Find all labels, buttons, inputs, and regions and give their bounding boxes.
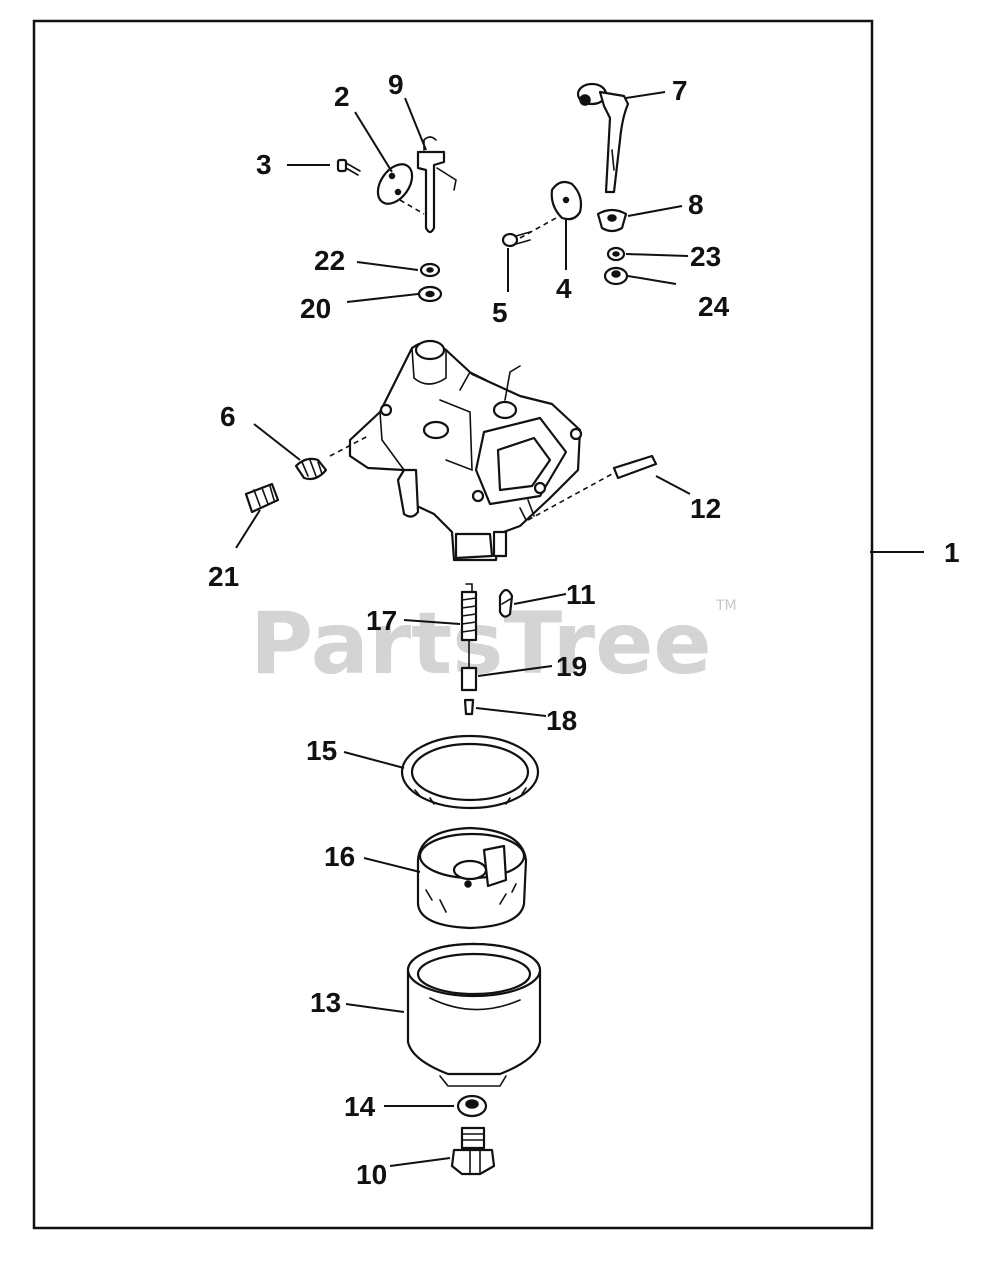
part-12-pin[interactable]	[612, 454, 658, 480]
part-14-washer[interactable]	[456, 1094, 488, 1118]
part-21-screw[interactable]	[244, 482, 280, 514]
callout-23: 23	[690, 241, 721, 272]
part-15-bowl-gasket[interactable]	[400, 734, 540, 810]
callout-3: 3	[256, 149, 272, 180]
part-4-choke-plate[interactable]	[519, 180, 583, 239]
carburetor-body[interactable]	[329, 339, 613, 562]
callout-2: 2	[334, 81, 350, 112]
callout-17: 17	[366, 605, 397, 636]
callout-20: 20	[300, 293, 331, 324]
part-22-seal[interactable]	[419, 262, 441, 278]
callout-16: 16	[324, 841, 355, 872]
part-20-seal[interactable]	[417, 285, 443, 303]
callout-15: 15	[306, 735, 337, 766]
callout-18: 18	[546, 705, 577, 736]
callout-13: 13	[310, 987, 341, 1018]
leader-lines	[235, 91, 924, 1167]
callout-6: 6	[220, 401, 236, 432]
watermark-trademark: TM	[715, 598, 737, 614]
part-7-choke-shaft[interactable]	[576, 82, 630, 194]
callout-4: 4	[556, 273, 572, 304]
callout-7: 7	[672, 75, 688, 106]
callout-24: 24	[698, 291, 730, 322]
part-11-seat[interactable]	[498, 588, 514, 618]
callout-8: 8	[688, 189, 704, 220]
part-24-bushing[interactable]	[603, 266, 629, 286]
callout-labels: 1 2 3 4 5 6 7 8 9 10 11 12 13 14 15 16 1…	[208, 69, 960, 1190]
callout-19: 19	[556, 651, 587, 682]
watermark-text: PartsTree	[250, 594, 712, 694]
part-19-jet[interactable]	[460, 639, 478, 692]
part-9-throttle-shaft[interactable]	[399, 136, 457, 234]
part-16-float[interactable]	[416, 826, 528, 930]
part-3-screw[interactable]	[336, 158, 361, 176]
callout-9: 9	[388, 69, 404, 100]
callout-11: 11	[566, 579, 596, 610]
part-13-float-bowl[interactable]	[406, 942, 542, 1087]
diagram-frame	[32, 19, 874, 1230]
part-2-throttle-plate[interactable]	[371, 158, 419, 210]
callout-5: 5	[492, 297, 508, 328]
part-8-seal[interactable]	[596, 208, 628, 233]
callout-22: 22	[314, 245, 345, 276]
callout-12: 12	[690, 493, 721, 524]
callout-10: 10	[356, 1159, 387, 1190]
part-18-o-ring[interactable]	[463, 698, 475, 716]
part-23-washer[interactable]	[606, 246, 626, 262]
callout-1: 1	[944, 537, 960, 568]
part-6-spring[interactable]	[294, 457, 328, 481]
callout-21: 21	[208, 561, 239, 592]
part-10-bowl-nut[interactable]	[450, 1126, 496, 1176]
part-5-screw[interactable]	[501, 231, 531, 248]
part-17-jet-tube[interactable]	[460, 583, 478, 642]
callout-14: 14	[344, 1091, 376, 1122]
